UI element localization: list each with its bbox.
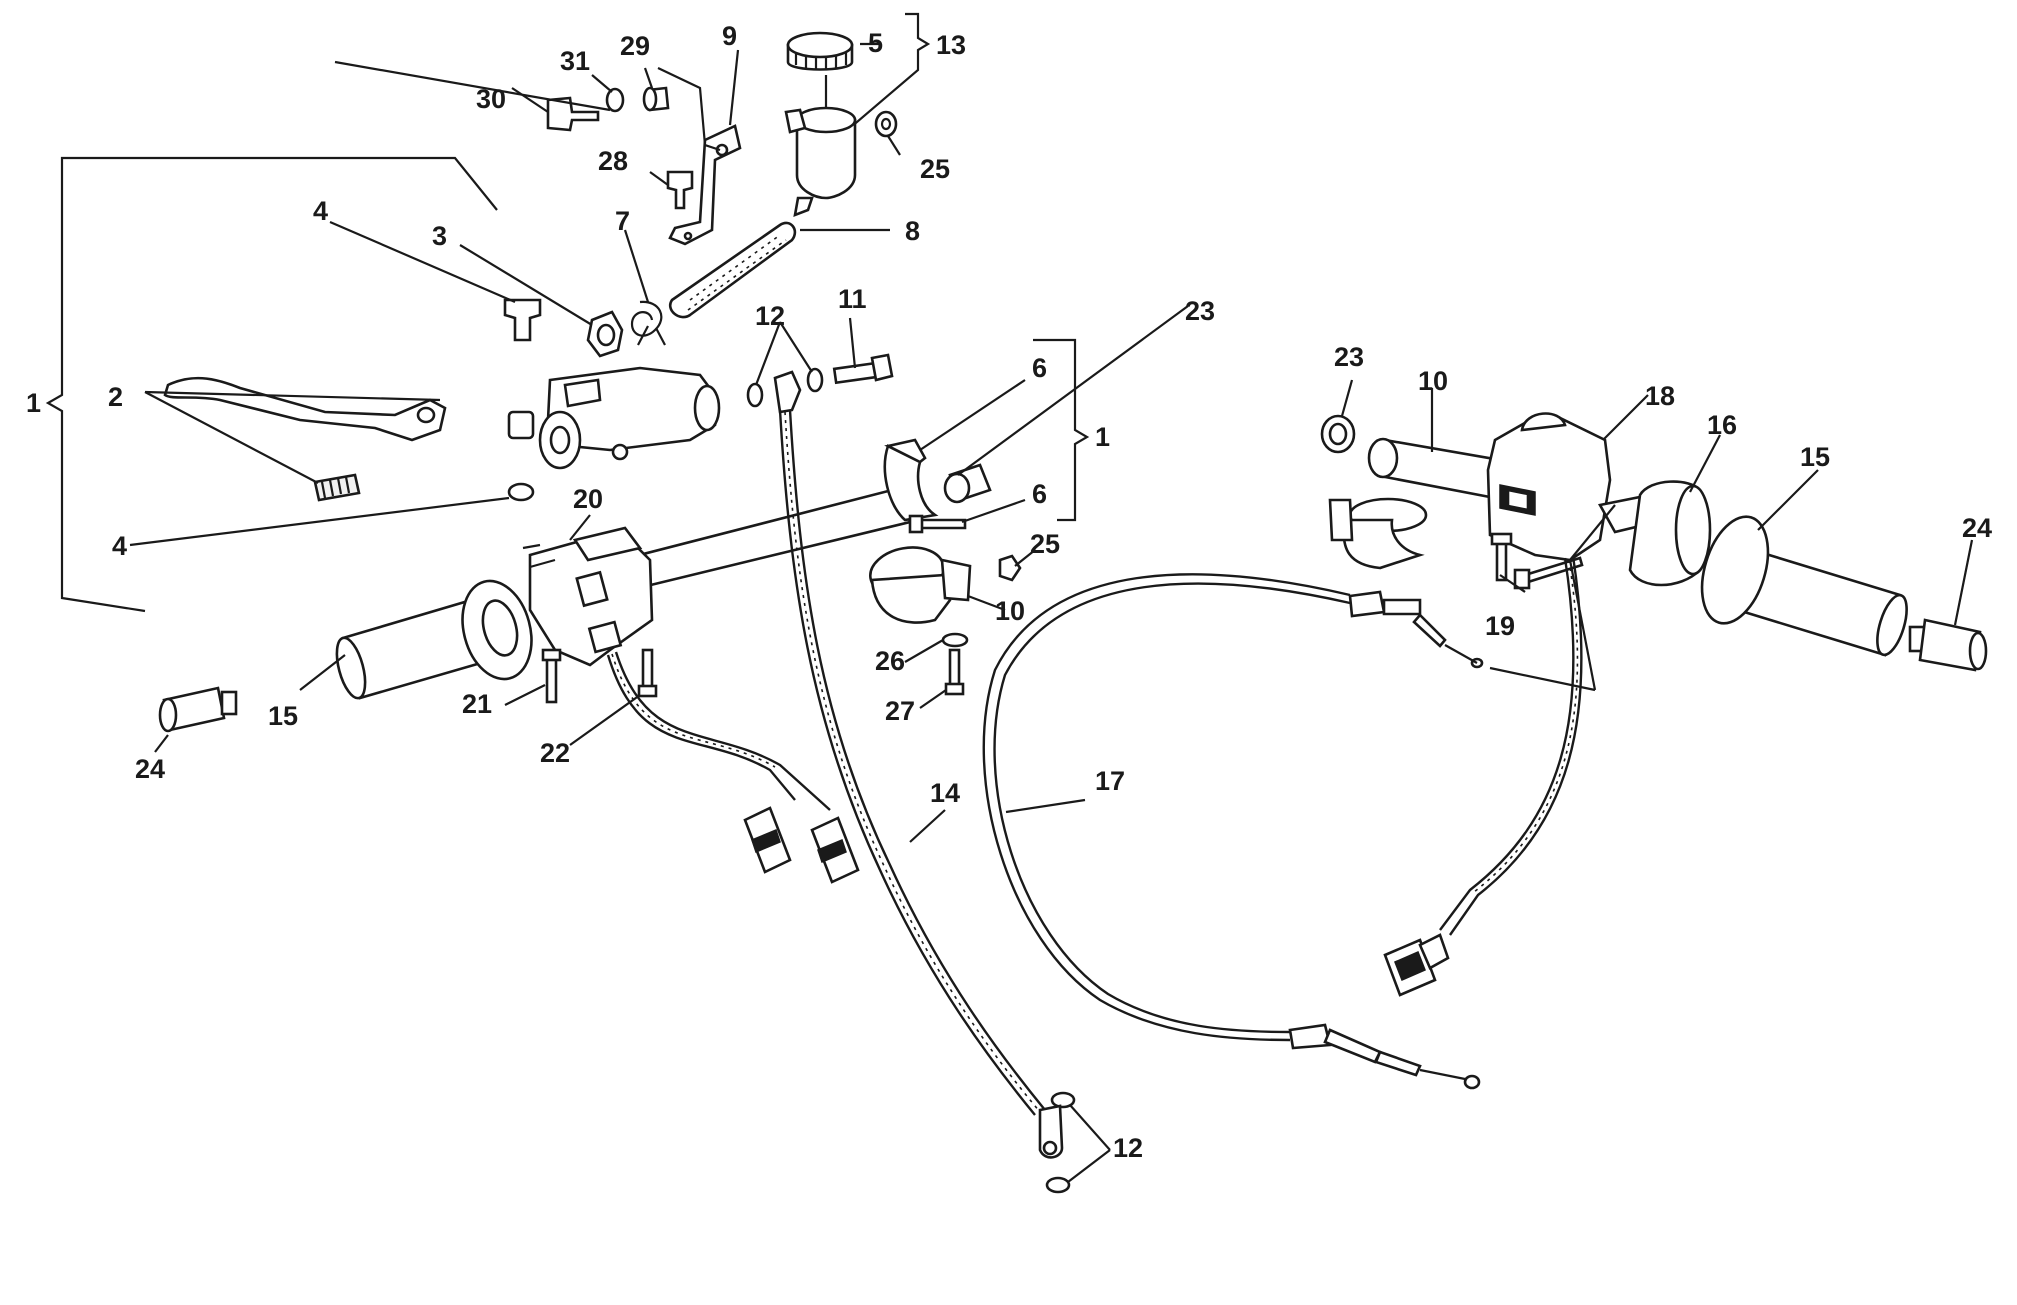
grip-right — [1700, 515, 1908, 657]
assembly-bracket-right — [1033, 338, 1090, 522]
grommet-23-left — [943, 463, 992, 504]
assembly-lines-right — [1489, 504, 1616, 692]
callout-11: 11 — [838, 284, 867, 314]
callout-labels: 1 1 2 3 4 4 5 6 6 7 8 9 10 10 11 12 12 1… — [26, 21, 1992, 1163]
switch-wiring-harness — [606, 651, 860, 884]
callout-27: 27 — [885, 696, 915, 726]
handlebar-tube-left — [618, 486, 912, 592]
brake-master-cylinder — [538, 366, 721, 470]
assembly-bracket-left — [45, 156, 498, 613]
callout-15-right: 15 — [1800, 442, 1830, 472]
brake-hose — [778, 409, 1046, 1116]
callout-15-left: 15 — [268, 701, 298, 731]
callout-7: 7 — [615, 206, 630, 236]
clamp-10-right — [1328, 497, 1428, 570]
grip-left — [335, 579, 533, 700]
brake-line-fittings-bottom — [1038, 1091, 1076, 1194]
callout-18: 18 — [1645, 381, 1675, 411]
bar-end-weight-right — [1908, 618, 1988, 672]
callout-19: 19 — [1485, 611, 1515, 641]
callout-31: 31 — [560, 46, 590, 76]
callout-21: 21 — [462, 689, 492, 719]
nut-25-mid — [998, 554, 1022, 582]
callout-17: 17 — [1095, 766, 1125, 796]
washer-31 — [605, 87, 625, 113]
callout-1-left: 1 — [26, 388, 41, 418]
handlebar-tube-right — [1367, 437, 1502, 500]
callout-1-right: 1 — [1095, 422, 1110, 452]
callout-14: 14 — [930, 778, 960, 808]
washer-25-top — [874, 110, 898, 138]
washer-26 — [941, 632, 969, 648]
callout-3: 3 — [432, 221, 447, 251]
callout-5: 5 — [868, 28, 883, 58]
callout-13: 13 — [936, 30, 966, 60]
clamp-half-top — [883, 438, 939, 522]
hose-clip — [630, 300, 666, 346]
lever-bolt — [503, 298, 542, 502]
lever-pivot-pin — [313, 473, 361, 502]
reservoir-cap — [786, 31, 854, 71]
callout-22: 22 — [540, 738, 570, 768]
screw-21 — [541, 648, 562, 704]
throttle-switch-wiring — [1383, 555, 1583, 997]
brake-lever — [163, 376, 447, 442]
bracket-screw — [666, 170, 694, 210]
grommet-23-right — [1320, 414, 1356, 454]
clamp-bolt-6 — [908, 514, 967, 534]
throttle-housing — [1486, 412, 1612, 562]
callout-20: 20 — [573, 484, 603, 514]
bar-end-weight-left — [158, 686, 238, 733]
callout-12-top: 12 — [755, 301, 785, 331]
callout-10-left: 10 — [995, 596, 1025, 626]
callout-12-bottom: 12 — [1113, 1133, 1143, 1163]
callout-28: 28 — [598, 146, 628, 176]
throttle-tube — [1597, 480, 1712, 587]
clamp-half-10-left — [869, 546, 972, 624]
banjo-fitting — [586, 310, 624, 358]
callout-9: 9 — [722, 21, 737, 51]
callout-25-top: 25 — [920, 154, 950, 184]
spacer-29 — [642, 86, 670, 112]
callout-25-mid: 25 — [1030, 529, 1060, 559]
callout-4-bottom: 4 — [112, 531, 127, 561]
screw-27 — [944, 648, 965, 696]
callout-23-right: 23 — [1334, 342, 1364, 372]
assembly-bracket-13 — [829, 12, 931, 146]
leader-lines — [129, 42, 1974, 1183]
callout-29: 29 — [620, 31, 650, 61]
callout-4-top: 4 — [313, 196, 328, 226]
switch-housing-left — [522, 526, 654, 667]
callout-24-right: 24 — [1962, 513, 1992, 543]
callout-24-left: 24 — [135, 754, 165, 784]
callout-23-left: 23 — [1185, 296, 1215, 326]
screws-19 — [1490, 532, 1584, 590]
callout-6-top: 6 — [1032, 353, 1047, 383]
callout-10-right: 10 — [1418, 366, 1448, 396]
callout-26: 26 — [875, 646, 905, 676]
callout-8: 8 — [905, 216, 920, 246]
callout-6-bottom: 6 — [1032, 479, 1047, 509]
callout-30: 30 — [476, 84, 506, 114]
screw-22 — [637, 648, 658, 698]
brake-line-fittings-top — [746, 353, 894, 414]
callout-16: 16 — [1707, 410, 1737, 440]
fluid-reservoir — [784, 75, 857, 218]
throttle-cable — [982, 573, 1484, 1090]
callout-2: 2 — [108, 382, 123, 412]
reservoir-hose — [669, 221, 797, 319]
